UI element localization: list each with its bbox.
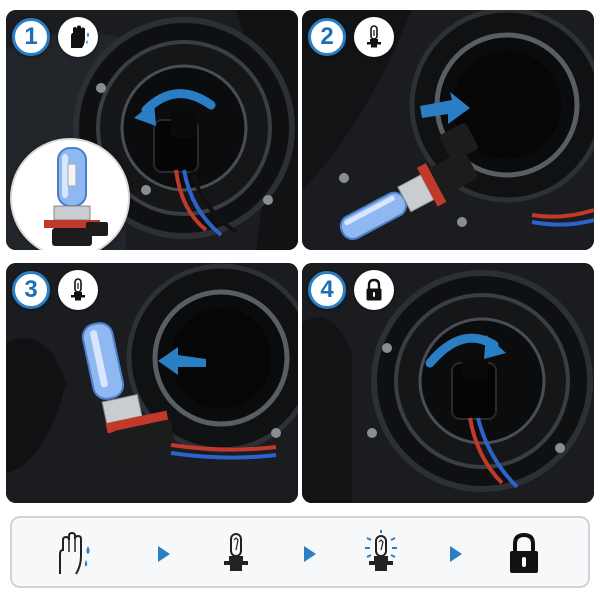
- step-number-badge: 4: [308, 271, 346, 309]
- wet-hand-icon: [50, 530, 98, 578]
- lock-icon: [500, 530, 548, 578]
- next-arrow: [450, 546, 462, 562]
- step-number-badge: 3: [12, 271, 50, 309]
- step-1-panel: 1: [6, 10, 298, 250]
- bulb-icon: [212, 530, 260, 578]
- next-arrow: [158, 546, 170, 562]
- lock-icon: [354, 270, 394, 310]
- next-arrow: [304, 546, 316, 562]
- step-number-badge: 1: [12, 18, 50, 56]
- h11-bulb-icon: [12, 140, 128, 250]
- step-number-badge: 2: [308, 18, 346, 56]
- bulb-icon: [58, 270, 98, 310]
- headlight-housing-scene: [302, 263, 594, 503]
- bulb-closeup-inset: [10, 138, 130, 250]
- summary-steps-strip: [10, 516, 590, 588]
- step-4-panel: 4: [302, 263, 594, 503]
- step-3-panel: 3: [6, 263, 298, 503]
- headlight-housing-scene: [6, 263, 298, 503]
- wet-glove-icon: [58, 17, 98, 57]
- headlight-housing-scene: [302, 10, 594, 250]
- bulb-lit-icon: [357, 530, 405, 578]
- step-2-panel: 2: [302, 10, 594, 250]
- bulb-icon: [354, 17, 394, 57]
